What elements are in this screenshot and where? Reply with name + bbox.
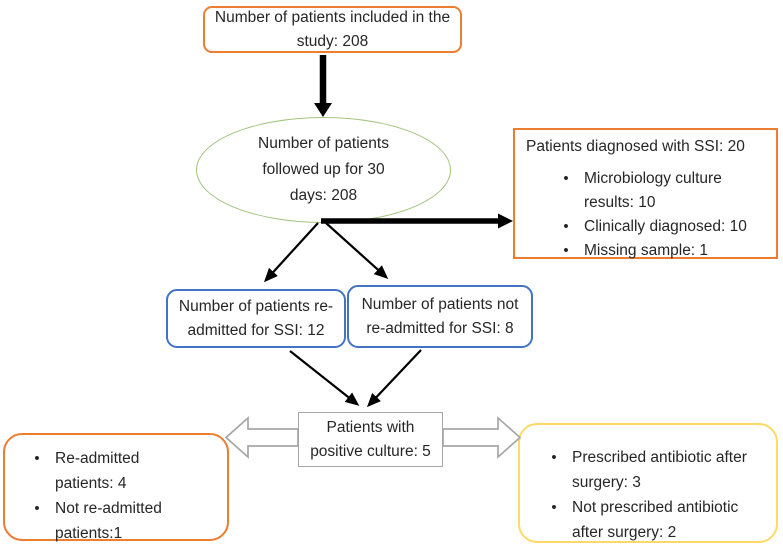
block-arrow-right [442,416,522,459]
block-arrow-left [224,416,299,459]
bullet-icon [536,445,572,495]
list-item: Missing sample: 1 [548,239,768,263]
readmission-outcome-list: Re-admitted patients: 4 Not re-admitted … [19,446,221,546]
bullet-icon [548,239,584,263]
not-readmitted-box-text: Number of patients not re-admitted for S… [361,295,519,337]
arrow-ellipse-to-readmitted [263,222,319,283]
followup-ellipse: Number of patients followed up for 30 da… [196,117,451,223]
positive-culture-text: Patients with positive culture: 5 [310,418,431,460]
list-item: Not prescribed antibiotic after surgery:… [536,495,770,545]
ssi-box-title: Patients diagnosed with SSI: 20 [526,138,745,155]
bullet-icon [19,496,55,546]
arrow-readmitted-to-culture [289,350,360,406]
bullet-icon [19,446,55,496]
followup-ellipse-text: Number of patients followed up for 30 da… [258,135,389,204]
ssi-diagnosed-box: Patients diagnosed with SSI: 20 Microbio… [513,128,778,259]
antibiotic-box: Prescribed antibiotic after surgery: 3 N… [518,423,778,543]
readmitted-box-text: Number of patients re-admitted for SSI: … [178,297,334,339]
ssi-box-list: Microbiology culture results: 10 Clinica… [526,167,768,263]
top-box-patients-included: Number of patients included in the study… [203,6,462,53]
arrow-ellipse-to-not-readmitted [325,222,389,280]
list-item: Re-admitted patients: 4 [19,446,221,496]
top-box-text: Number of patients included in the study… [214,8,451,50]
antibiotic-list: Prescribed antibiotic after surgery: 3 N… [536,445,770,545]
list-item: Microbiology culture results: 10 [548,167,768,215]
bullet-icon [548,215,584,239]
arrow-not-readmitted-to-culture [366,349,422,408]
arrow-top-to-ellipse [314,55,332,117]
bullet-icon [536,495,572,545]
positive-culture-box: Patients with positive culture: 5 [298,412,443,467]
not-readmitted-box: Number of patients not re-admitted for S… [347,285,533,348]
readmission-outcome-box: Re-admitted patients: 4 Not re-admitted … [3,433,229,542]
list-item: Prescribed antibiotic after surgery: 3 [536,445,770,495]
readmitted-box: Number of patients re-admitted for SSI: … [166,289,346,348]
list-item: Not re-admitted patients:1 [19,496,221,546]
bullet-icon [548,167,584,215]
list-item: Clinically diagnosed: 10 [548,215,768,239]
